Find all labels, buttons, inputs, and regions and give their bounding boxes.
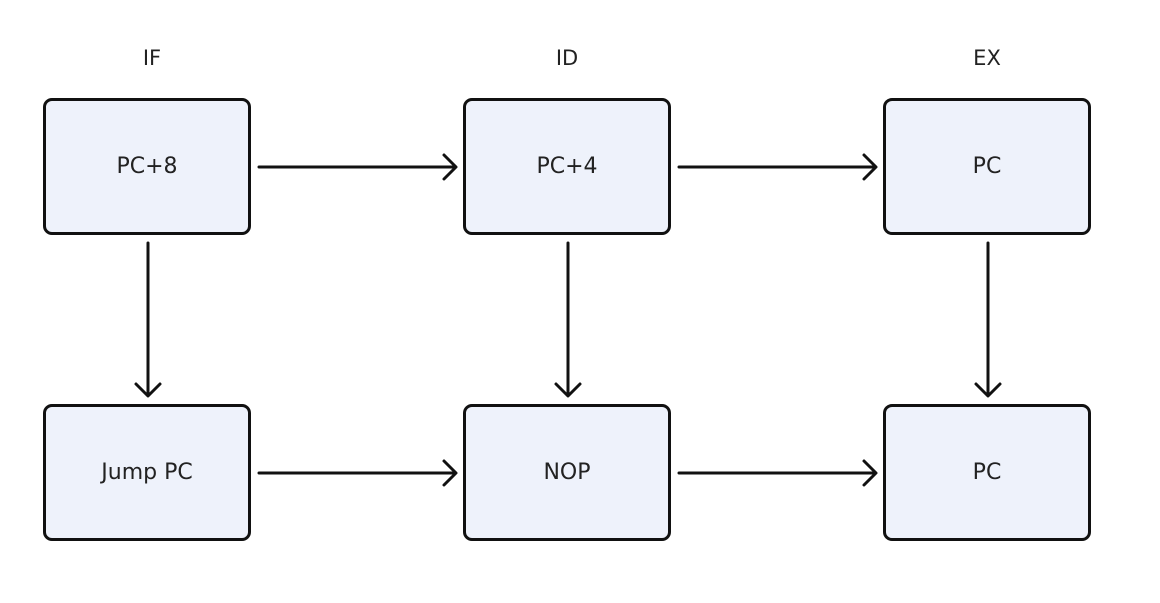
stage-label-id: ID [555, 46, 579, 70]
arrow-if-bottom-to-id-bottom [257, 459, 458, 487]
node-id-bottom-label: NOP [543, 460, 591, 485]
node-id-top: PC+4 [463, 98, 671, 235]
arrow-if-top-to-id-top [257, 153, 458, 181]
node-ex-bottom-label: PC [972, 460, 1002, 485]
arrow-if-top-to-if-bottom [134, 241, 162, 398]
arrow-id-top-to-ex-top [677, 153, 878, 181]
node-if-bottom-label: Jump PC [101, 460, 193, 485]
node-if-top: PC+8 [43, 98, 251, 235]
node-if-top-label: PC+8 [116, 154, 178, 179]
node-ex-bottom: PC [883, 404, 1091, 541]
node-ex-top-label: PC [972, 154, 1002, 179]
arrow-id-top-to-id-bottom [554, 241, 582, 398]
node-ex-top: PC [883, 98, 1091, 235]
stage-label-if: IF [142, 46, 162, 70]
node-if-bottom: Jump PC [43, 404, 251, 541]
node-id-top-label: PC+4 [536, 154, 598, 179]
stage-label-ex: EX [973, 46, 1001, 70]
arrow-id-bottom-to-ex-bottom [677, 459, 878, 487]
arrow-ex-top-to-ex-bottom [974, 241, 1002, 398]
node-id-bottom: NOP [463, 404, 671, 541]
